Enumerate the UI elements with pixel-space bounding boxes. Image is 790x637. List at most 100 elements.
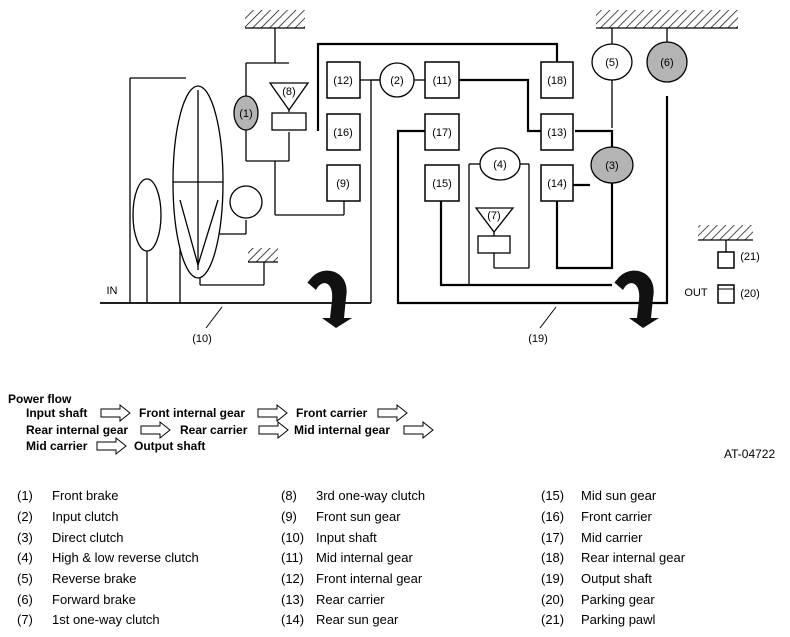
1st-one-way-clutch — [474, 207, 515, 254]
legend-name: Output shaft — [581, 571, 652, 586]
mid-carrier — [424, 113, 460, 151]
legend-num: (7) — [17, 612, 33, 627]
legend-name: Rear sun gear — [316, 612, 399, 627]
legend-num: (14) — [281, 612, 305, 627]
legend-column-1: (1) Front brake (2) Input clutch (3) Direct… — [17, 488, 277, 628]
3rd-one-way-clutch — [268, 82, 310, 131]
label-n6: (6) — [660, 57, 673, 69]
legend-name: Rear carrier — [316, 592, 385, 607]
rotation-arrow-input — [307, 270, 352, 328]
front-brake — [233, 95, 259, 131]
rear-sun-gear — [540, 164, 574, 202]
label-n21: (21) — [740, 251, 760, 263]
label-n10: (10) — [192, 333, 212, 345]
legend-name: Input clutch — [52, 509, 119, 524]
legend-num: (16) — [541, 509, 565, 524]
legend-column-2: (8)3rd one-way clutch (9)Front sun gear … — [281, 488, 531, 628]
legend-column-3: (15) Mid sun gear (16) Front carrier (17) M… — [541, 488, 781, 628]
legend-name: High & low reverse clutch — [52, 550, 199, 565]
legend-num: (12) — [281, 571, 305, 586]
legend-name: Forward brake — [52, 592, 136, 607]
powertrain-diagram: (1) (2) (3) (4) (5) (6) (7) (8) (9) (10)… — [96, 10, 760, 456]
legend-num: (18) — [541, 550, 565, 565]
legend-name: Front internal gear — [316, 571, 423, 586]
legend-num: (19) — [541, 571, 565, 586]
label-n14: (14) — [547, 178, 567, 190]
power-flow-input-shaft: Input shaft — [26, 406, 88, 420]
legend-num: (6) — [17, 592, 33, 607]
legend-num: (4) — [17, 550, 33, 565]
legend-name: Front carrier — [581, 509, 652, 524]
reverse-brake — [591, 43, 633, 81]
label-n16: (16) — [333, 127, 353, 139]
legend-name: 3rd one-way clutch — [316, 488, 426, 503]
label-n19: (19) — [528, 333, 548, 345]
direct-clutch — [590, 146, 634, 184]
rear-carrier — [540, 113, 574, 151]
parking-pawl — [717, 251, 735, 269]
legend-name: Rear internal gear — [581, 550, 686, 565]
legend-num: (21) — [541, 612, 565, 627]
label-n1: (1) — [239, 108, 252, 120]
in-label: IN — [107, 285, 118, 297]
ground-hatch-top-right — [596, 10, 738, 28]
power-flow-rear-carrier: Rear carrier — [180, 423, 248, 437]
legend-num: (20) — [541, 592, 565, 607]
power-flow-arrows — [96, 403, 434, 456]
ground-hatch-parking — [698, 225, 753, 240]
mid-sun-gear — [424, 164, 460, 202]
label-n15: (15) — [432, 178, 452, 190]
legend-name: Front brake — [52, 488, 119, 503]
label-n2: (2) — [390, 75, 403, 87]
legend-num: (2) — [17, 509, 33, 524]
legend-num: (10) — [281, 530, 305, 545]
label-n5: (5) — [605, 57, 618, 69]
legend-name: 1st one-way clutch — [52, 612, 160, 627]
front-carrier — [326, 113, 361, 151]
ground-hatch-top-left — [245, 10, 305, 28]
label-n11: (11) — [433, 75, 452, 87]
legend-num: (13) — [281, 592, 305, 607]
input-clutch — [379, 62, 415, 98]
rotation-arrow-output — [614, 270, 659, 328]
power-flow-front-internal-gear: Front internal gear — [139, 406, 246, 420]
legend-name: Reverse brake — [52, 571, 137, 586]
legend-num: (17) — [541, 530, 565, 545]
legend-num: (8) — [281, 488, 297, 503]
front-internal-gear — [326, 61, 361, 99]
legend-num: (1) — [17, 488, 33, 503]
parking-gear — [717, 284, 735, 304]
power-flow-mid-internal-gear: Mid internal gear — [294, 423, 391, 437]
legend-name: Mid carrier — [581, 530, 643, 545]
power-flow-rear-internal-gear: Rear internal gear — [26, 423, 129, 437]
label-n17: (17) — [432, 127, 452, 139]
figure-code: AT-04722 — [724, 447, 776, 461]
label-n3: (3) — [605, 160, 618, 172]
legend-num: (11) — [281, 550, 304, 565]
legend-name: Input shaft — [316, 530, 377, 545]
label-n18: (18) — [547, 75, 567, 87]
ground-hatch-mid — [248, 248, 278, 262]
legend-name: Mid sun gear — [581, 488, 657, 503]
label-n4: (4) — [493, 159, 506, 171]
front-sun-gear — [326, 164, 361, 202]
label-n13: (13) — [547, 127, 567, 139]
label-n9: (9) — [336, 178, 349, 190]
legend-num: (3) — [17, 530, 33, 545]
legend-num: (9) — [281, 509, 297, 524]
legend-name: Parking gear — [581, 592, 655, 607]
legend-name: Parking pawl — [581, 612, 656, 627]
legend-num: (15) — [541, 488, 565, 503]
rear-internal-gear — [540, 61, 574, 99]
power-flow-output-shaft: Output shaft — [134, 439, 206, 453]
power-flow-mid-carrier: Mid carrier — [26, 439, 88, 453]
label-n8: (8) — [282, 86, 295, 98]
mid-internal-gear — [424, 61, 460, 99]
power-flow-title: Power flow — [8, 392, 72, 406]
label-n7: (7) — [487, 210, 500, 222]
label-n12: (12) — [333, 75, 353, 87]
legend-name: Direct clutch — [52, 530, 124, 545]
forward-brake — [646, 41, 688, 83]
legend-name: Front sun gear — [316, 509, 401, 524]
legend-name: Mid internal gear — [316, 550, 413, 565]
